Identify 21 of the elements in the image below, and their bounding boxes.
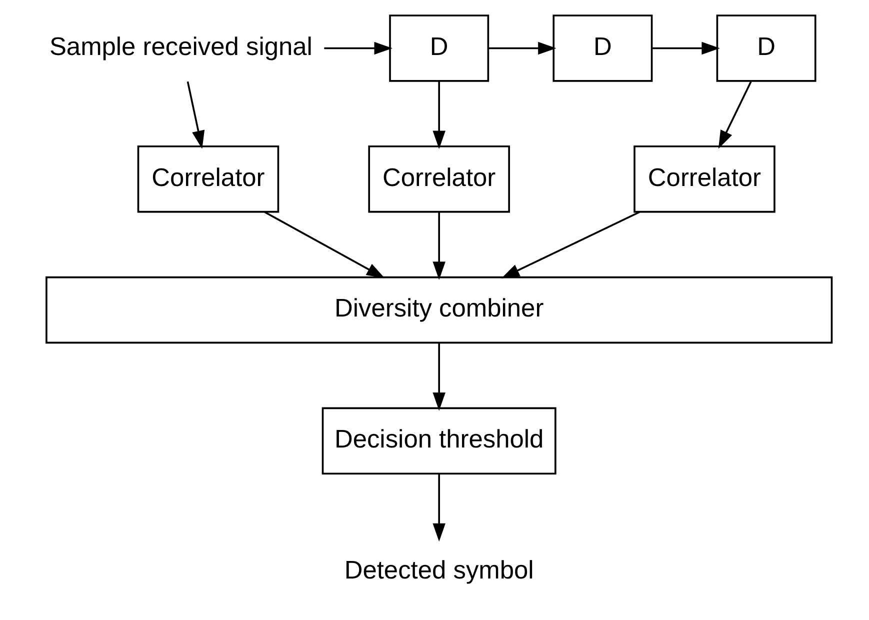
node-box: Decision threshold	[321, 407, 556, 475]
node-box: Correlator	[368, 146, 510, 213]
node-box: D	[388, 14, 489, 82]
arrow	[432, 212, 445, 280]
node-text: Sample received signal	[48, 32, 312, 61]
node-box: Diversity combiner	[45, 276, 832, 344]
arrow	[718, 81, 752, 149]
arrow	[651, 42, 720, 55]
arrow	[264, 211, 384, 278]
arrow	[432, 474, 445, 542]
arrow	[432, 343, 445, 411]
node-box: D	[716, 14, 816, 82]
arrow	[186, 81, 204, 149]
node-box: Correlator	[633, 146, 775, 213]
node-text: Detected symbol	[344, 556, 534, 584]
node-box: Correlator	[136, 146, 279, 213]
arrow	[500, 211, 640, 278]
arrow	[432, 82, 445, 149]
arrow	[488, 42, 556, 55]
node-box: D	[552, 14, 652, 82]
arrow	[324, 42, 392, 55]
